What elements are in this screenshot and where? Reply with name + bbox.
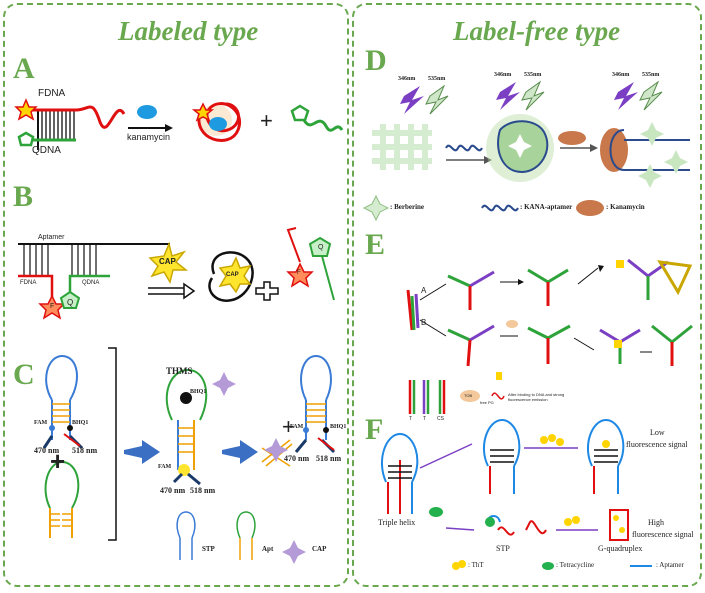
plus-sign-c: + <box>50 446 66 476</box>
panel-f-graphic <box>381 418 652 570</box>
label-free-pg: free PG <box>480 400 494 405</box>
label-470-left: 470 nm <box>34 446 60 455</box>
label-346-3: 346nm <box>612 72 630 78</box>
letter-a: A <box>13 52 35 85</box>
label-q-quencher: Q <box>67 298 74 307</box>
label-triple-helix: Triple helix <box>378 518 416 527</box>
label-535-2: 535nm <box>524 72 542 78</box>
legend-tht: : ThT <box>468 561 484 569</box>
label-bhq1-stp: BHQ1 <box>72 420 89 426</box>
letter-e: E <box>365 228 386 261</box>
labeled-type-panel <box>3 3 349 587</box>
label-route-b: B <box>421 318 427 327</box>
label-qdna: QDNA <box>32 145 61 156</box>
label-aptamer: Aptamer <box>38 234 65 241</box>
label-fam-right: FAM <box>290 424 304 430</box>
label-q-released: Q <box>318 244 324 251</box>
label-t2: T <box>423 416 427 422</box>
label-low: Low <box>650 428 665 437</box>
label-fam-thms: FAM <box>158 464 172 470</box>
letter-d: D <box>365 44 387 77</box>
label-tob: TOB <box>464 393 473 398</box>
label-f-released: F <box>297 270 301 276</box>
label-346-1: 346nm <box>398 76 416 82</box>
label-high: High <box>648 518 664 527</box>
legend-berberine: : Berberine <box>390 203 425 211</box>
legend-stp: STP <box>202 545 215 553</box>
label-fam-stp: FAM <box>34 420 48 426</box>
label-kanamycin: kanamycin <box>127 132 171 142</box>
label-qdna-b: QDNA <box>82 280 100 286</box>
letter-c: C <box>13 358 35 391</box>
label-g-quadruplex: G-quadruplex <box>598 544 643 553</box>
legend-apt: Apt <box>262 545 274 553</box>
label-low-signal: fluorescence signal <box>626 440 688 449</box>
plus-sign-c2: + <box>282 414 295 439</box>
plus-sign-a: + <box>260 108 273 133</box>
label-518-mid: 518 nm <box>190 486 216 495</box>
letter-f: F <box>365 413 384 446</box>
panel-a-graphic <box>14 98 344 150</box>
label-470-right: 470 nm <box>284 454 310 463</box>
panel-b-graphic <box>18 227 335 320</box>
label-470-mid: 470 nm <box>160 486 186 495</box>
label-thms: THMS <box>166 366 193 376</box>
label-bhq1-right: BHQ1 <box>330 424 347 430</box>
label-cap-b: CAP <box>159 257 176 266</box>
label-bhq1-thms: BHQ1 <box>190 389 207 395</box>
label-fdna: FDNA <box>38 88 66 99</box>
label-free-type-panel <box>352 3 702 587</box>
label-free-type-title: Label-free type <box>453 16 621 46</box>
legend-aptamer-f: : Aptamer <box>656 561 684 569</box>
panel-e-graphic <box>406 258 693 414</box>
label-high-signal: fluorescence signal <box>632 530 694 539</box>
legend-kana-aptamer: : KANA-aptamer <box>520 203 573 211</box>
label-535-1: 535nm <box>428 76 446 82</box>
labeled-type-title: Labeled type <box>118 16 259 46</box>
letter-b: B <box>13 180 34 213</box>
legend-tetracycline: : Tetracycline <box>556 561 595 569</box>
label-route-a: A <box>421 286 427 295</box>
label-518-right: 518 nm <box>316 454 342 463</box>
label-stp-f: STP <box>496 544 510 553</box>
label-t1: T <box>409 416 413 422</box>
label-fdna-b: FDNA <box>20 280 37 286</box>
label-518-left: 518 nm <box>72 446 98 455</box>
panel-c-graphic <box>42 347 336 564</box>
panel-d-graphic <box>362 80 690 222</box>
label-binding-note: After binding to DNA and strong fluoresc… <box>508 392 565 402</box>
label-cs: CS <box>437 416 444 422</box>
label-f-fluorophore: F <box>50 303 55 310</box>
legend-cap: CAP <box>312 545 327 553</box>
legend-kanamycin: : Kanamycin <box>606 203 645 211</box>
label-cap-bound: CAP <box>226 272 239 278</box>
label-535-3: 535nm <box>642 72 660 78</box>
label-346-2: 346nm <box>494 72 512 78</box>
